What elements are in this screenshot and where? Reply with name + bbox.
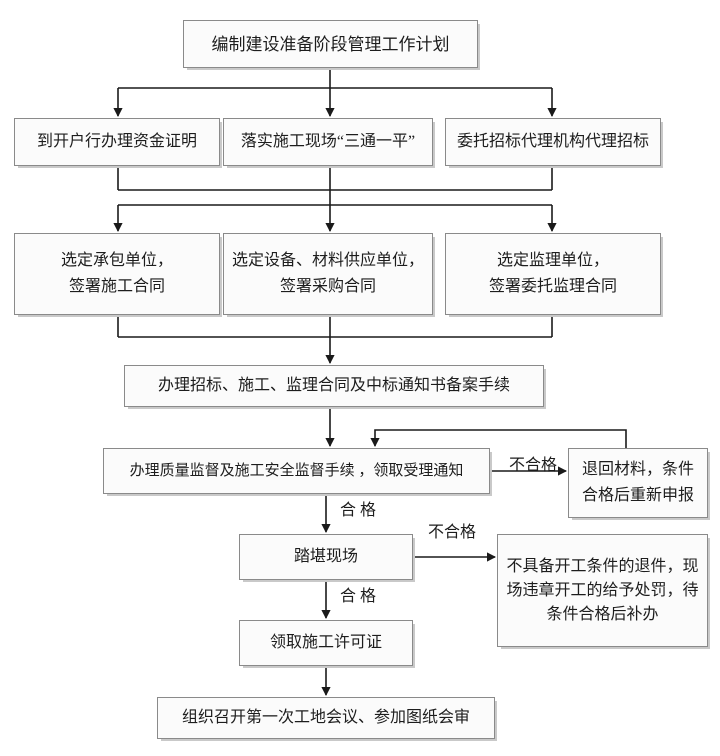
- site-three-connections-box[interactable]: 落实施工现场“三通一平”: [223, 118, 433, 166]
- connector-filing-to-supervision-head: [325, 438, 335, 447]
- bidding-agency-box[interactable]: 委托招标代理机构代理招标: [445, 118, 661, 166]
- connector-bus-to-supplier-head: [325, 223, 335, 232]
- penalty-box-line-1: 不具备开工条件的退件，现: [506, 557, 699, 575]
- connector-survey-to-penalty-head: [487, 552, 496, 562]
- fund-certificate-box[interactable]: 到开户行办理资金证明: [14, 118, 220, 166]
- connector-bus-to-site-head: [325, 108, 335, 117]
- penalty-box[interactable]: 不具备开工条件的退件，现场违章开工的给予处罚，待条件合格后补办: [497, 534, 708, 647]
- connector-bus-to-fund-head: [113, 108, 123, 117]
- material-return-box-line-2: 合格后重新申报: [581, 487, 694, 504]
- connector-bus-to-bidding-head: [547, 108, 557, 117]
- construction-permit-box-line-1: 领取施工许可证: [269, 634, 382, 651]
- site-survey-box-line-1: 踏堪现场: [293, 548, 358, 565]
- edge-label-qualified-to-survey: 合 格: [340, 502, 377, 519]
- contractor-selection-box-line-1: 选定承包单位，: [60, 252, 173, 269]
- quality-safety-supervision-box-line-1: 办理质量监督及施工安全监督手续 ，领取受理通知: [129, 462, 464, 479]
- construction-permit-box[interactable]: 领取施工许可证: [239, 620, 413, 666]
- site-three-connections-box-line-1: 落实施工现场“三通一平”: [240, 133, 416, 150]
- supervisor-selection-box-line-1: 选定监理单位，: [496, 252, 609, 269]
- connector-survey-to-permit-head: [321, 610, 331, 619]
- bidding-agency-box-line-1: 委托招标代理机构代理招标: [456, 133, 649, 150]
- first-site-meeting-box-line-1: 组织召开第一次工地会议、参加图纸会审: [181, 709, 470, 726]
- contract-filing-box[interactable]: 办理招标、施工、监理合同及中标通知书备案手续: [124, 365, 544, 407]
- material-return-box[interactable]: 退回材料，条件合格后重新申报: [568, 448, 708, 518]
- supplier-selection-box-line-1: 选定设备、材料供应单位，: [231, 252, 424, 269]
- connector-return-feedback: [374, 429, 627, 448]
- contractor-selection-box[interactable]: 选定承包单位， 签署施工合同: [14, 233, 220, 315]
- fund-certificate-box-line-1: 到开户行办理资金证明: [36, 133, 197, 150]
- connector-supervision-to-return-head: [558, 466, 567, 476]
- supplier-selection-box[interactable]: 选定设备、材料供应单位， 签署采购合同: [223, 233, 433, 315]
- first-site-meeting-box[interactable]: 组织召开第一次工地会议、参加图纸会审: [157, 697, 495, 739]
- penalty-box-line-2: 场违章开工的给予处罚，待: [506, 581, 699, 599]
- connector-supplier-to-filing-head: [325, 355, 335, 364]
- edge-label-unqualified-survey: 不合格: [428, 524, 477, 541]
- edge-label-unqualified-supervision: 不合格: [509, 457, 558, 474]
- edge-label-qualified-to-permit: 合 格: [340, 588, 377, 605]
- site-survey-box[interactable]: 踏堪现场: [239, 534, 413, 580]
- plan-box-line-1: 编制建设准备阶段管理工作计划: [211, 34, 450, 54]
- penalty-box-line-3: 条件合格后补办: [546, 605, 659, 623]
- connector-return-feedback-head: [370, 438, 380, 447]
- connector-supervision-to-survey-head: [321, 524, 331, 533]
- contract-filing-box-line-1: 办理招标、施工、监理合同及中标通知书备案手续: [157, 377, 510, 394]
- connector-bus-to-contractor-head: [113, 223, 123, 232]
- connector-permit-to-meeting-head: [321, 687, 331, 696]
- material-return-box-line-1: 退回材料，条件: [581, 461, 694, 478]
- quality-safety-supervision-box[interactable]: 办理质量监督及施工安全监督手续 ，领取受理通知: [103, 448, 490, 494]
- connector-bus-to-supervisor-head: [547, 223, 557, 232]
- plan-box[interactable]: 编制建设准备阶段管理工作计划: [183, 20, 478, 68]
- contractor-selection-box-line-2: 签署施工合同: [68, 278, 165, 295]
- supervisor-selection-box[interactable]: 选定监理单位， 签署委托监理合同: [445, 233, 661, 315]
- supplier-selection-box-line-2: 签署采购合同: [279, 278, 376, 295]
- supervisor-selection-box-line-2: 签署委托监理合同: [488, 278, 617, 295]
